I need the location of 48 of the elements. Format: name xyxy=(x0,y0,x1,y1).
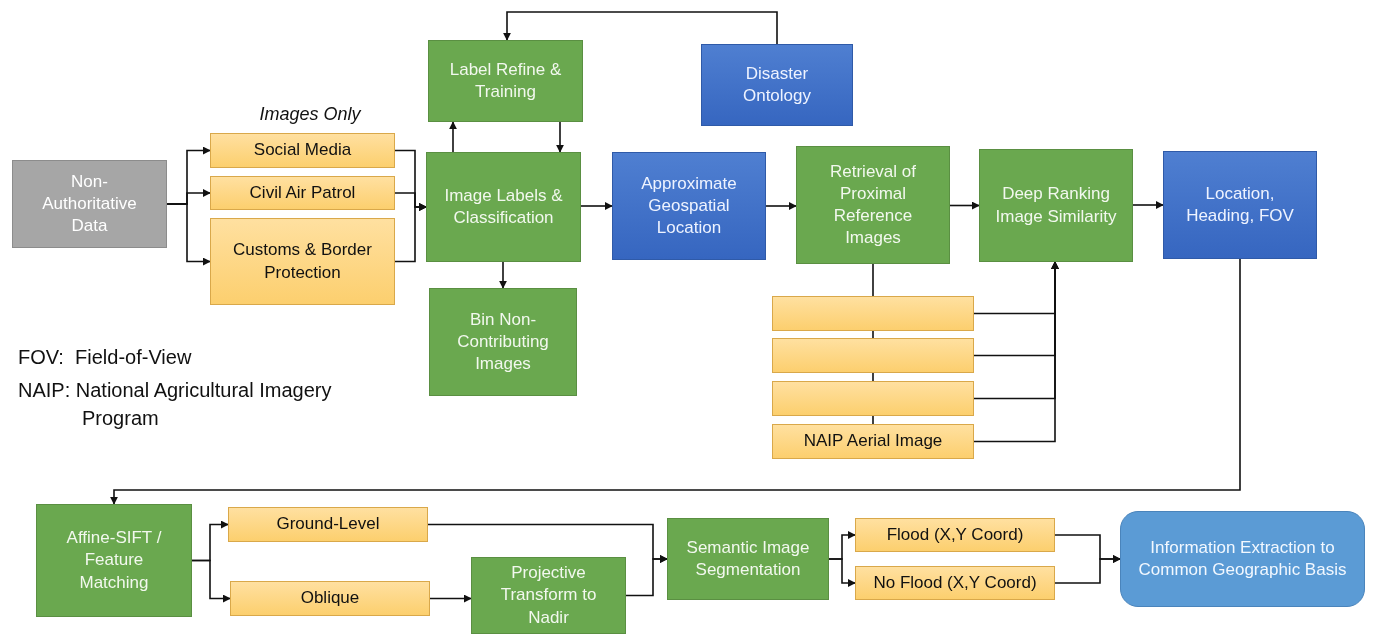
connector-line xyxy=(872,372,874,382)
abbreviation-note: FOV: Field-of-View xyxy=(18,346,193,369)
arrow xyxy=(166,203,211,266)
arrow xyxy=(394,203,427,263)
input-box: Oblique xyxy=(230,581,430,616)
input-box xyxy=(772,296,974,331)
group-heading: Images Only xyxy=(258,104,362,125)
result-box: Disaster Ontology xyxy=(701,44,853,126)
process-box: Deep Ranking Image Similarity xyxy=(979,149,1133,262)
process-box: Affine-SIFT / Feature Matching xyxy=(36,504,192,617)
input-box: Flood (X,Y Coord) xyxy=(855,518,1055,552)
arrow xyxy=(625,555,668,597)
result-box: Location, Heading, FOV xyxy=(1163,151,1317,259)
process-box: Semantic Image Segmentation xyxy=(667,518,829,600)
arrow xyxy=(449,121,457,153)
process-box: Retrieval of Proximal Reference Images xyxy=(796,146,950,264)
arrow xyxy=(499,261,507,289)
arrow xyxy=(191,559,231,603)
arrow xyxy=(765,202,797,210)
arrow xyxy=(429,594,472,603)
process-box: Image Labels & Classification xyxy=(426,152,581,262)
input-box: No Flood (X,Y Coord) xyxy=(855,566,1055,600)
source-box: Non-Authoritative Data xyxy=(12,160,167,248)
arrow xyxy=(1054,555,1121,584)
arrow xyxy=(828,558,856,587)
input-box xyxy=(772,381,974,416)
process-box: Bin Non-Contributing Images xyxy=(429,288,577,396)
arrow xyxy=(556,121,564,153)
output-box: Information Extraction to Common Geographic Basis xyxy=(1120,511,1365,607)
arrow xyxy=(110,258,1241,505)
process-box: Projective Transform to Nadir xyxy=(471,557,626,634)
connector-line xyxy=(872,263,874,297)
input-box: NAIP Aerial Image xyxy=(772,424,974,459)
result-box: Approximate Geospatial Location xyxy=(612,152,766,260)
abbreviation-note: NAIP: National Agricultural Imagery Program xyxy=(18,378,333,431)
input-box: Social Media xyxy=(210,133,395,168)
arrow xyxy=(949,201,980,210)
process-box: Label Refine & Training xyxy=(428,40,583,122)
input-box: Ground-Level xyxy=(228,507,428,542)
arrow xyxy=(503,11,778,45)
input-box: Customs & Border Protection xyxy=(210,218,395,305)
arrow xyxy=(1132,201,1164,209)
input-box: Civil Air Patrol xyxy=(210,176,395,210)
input-box xyxy=(772,338,974,373)
arrow xyxy=(973,261,1059,443)
connector-line xyxy=(872,415,874,425)
connector-line xyxy=(872,330,874,339)
arrow xyxy=(580,202,613,210)
